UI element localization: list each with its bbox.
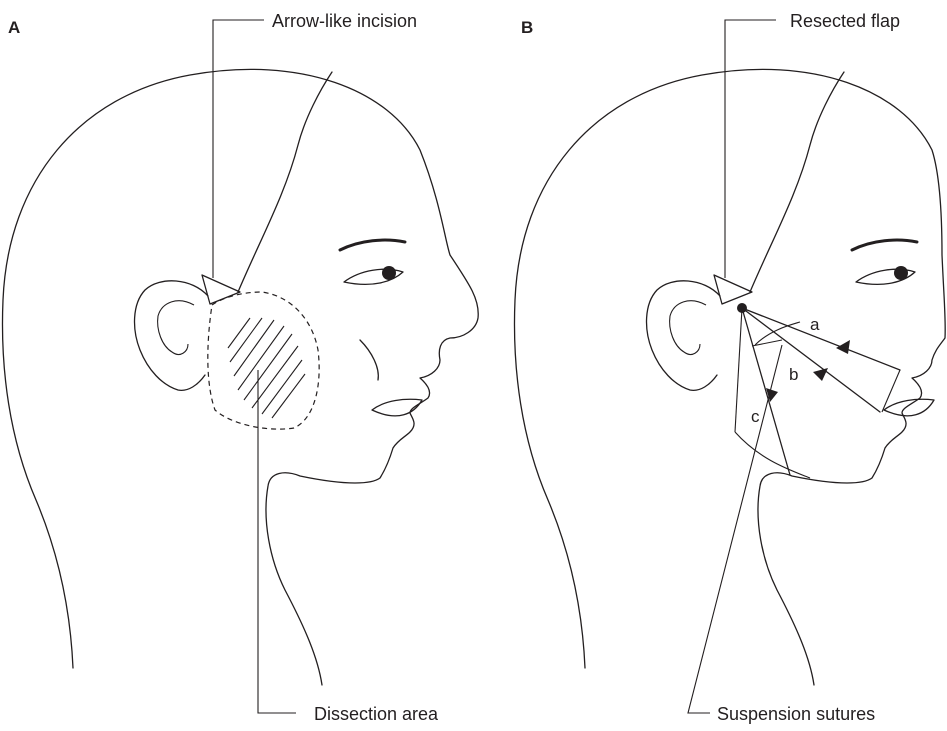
lips	[884, 399, 934, 416]
hairline	[750, 72, 844, 292]
callout-resected-flap: Resected flap	[790, 11, 900, 31]
ear-inner	[670, 301, 706, 355]
callout-incision-line	[213, 20, 264, 278]
suture-vector-ramus	[735, 308, 742, 432]
suture-vector-c	[742, 308, 790, 475]
resected-flap	[714, 275, 752, 304]
label-a: a	[810, 315, 820, 334]
ear	[135, 281, 208, 391]
eyebrow	[852, 240, 917, 250]
callout-dissection-area: Dissection area	[314, 704, 439, 724]
jaw-contour-lines	[735, 322, 900, 478]
eyebrow	[340, 240, 405, 250]
label-b: b	[789, 365, 798, 384]
panel-b-letter: B	[521, 18, 533, 37]
callout-dissection-line	[258, 370, 296, 713]
dissection-area-boundary	[208, 292, 319, 429]
panel-b: B a b c	[514, 11, 945, 724]
head-outline	[514, 69, 945, 685]
dissection-hatching	[228, 318, 305, 418]
arrowhead-a	[836, 340, 850, 354]
callout-flap-line	[725, 20, 776, 278]
head-outline	[2, 69, 478, 685]
callout-arrow-like-incision: Arrow-like incision	[272, 11, 417, 31]
eye-pupil	[382, 266, 396, 280]
panel-a: A Arro	[2, 11, 478, 724]
label-c: c	[751, 407, 760, 426]
arrowhead-b	[813, 368, 828, 381]
eye-pupil	[894, 266, 908, 280]
hairline	[238, 72, 332, 292]
callout-sutures-line	[688, 345, 782, 713]
ear-inner	[158, 301, 194, 355]
nasolabial	[360, 340, 378, 380]
panel-a-letter: A	[8, 18, 20, 37]
ear	[647, 281, 720, 391]
callout-suspension-sutures: Suspension sutures	[717, 704, 875, 724]
suture-vector-a	[742, 308, 900, 370]
